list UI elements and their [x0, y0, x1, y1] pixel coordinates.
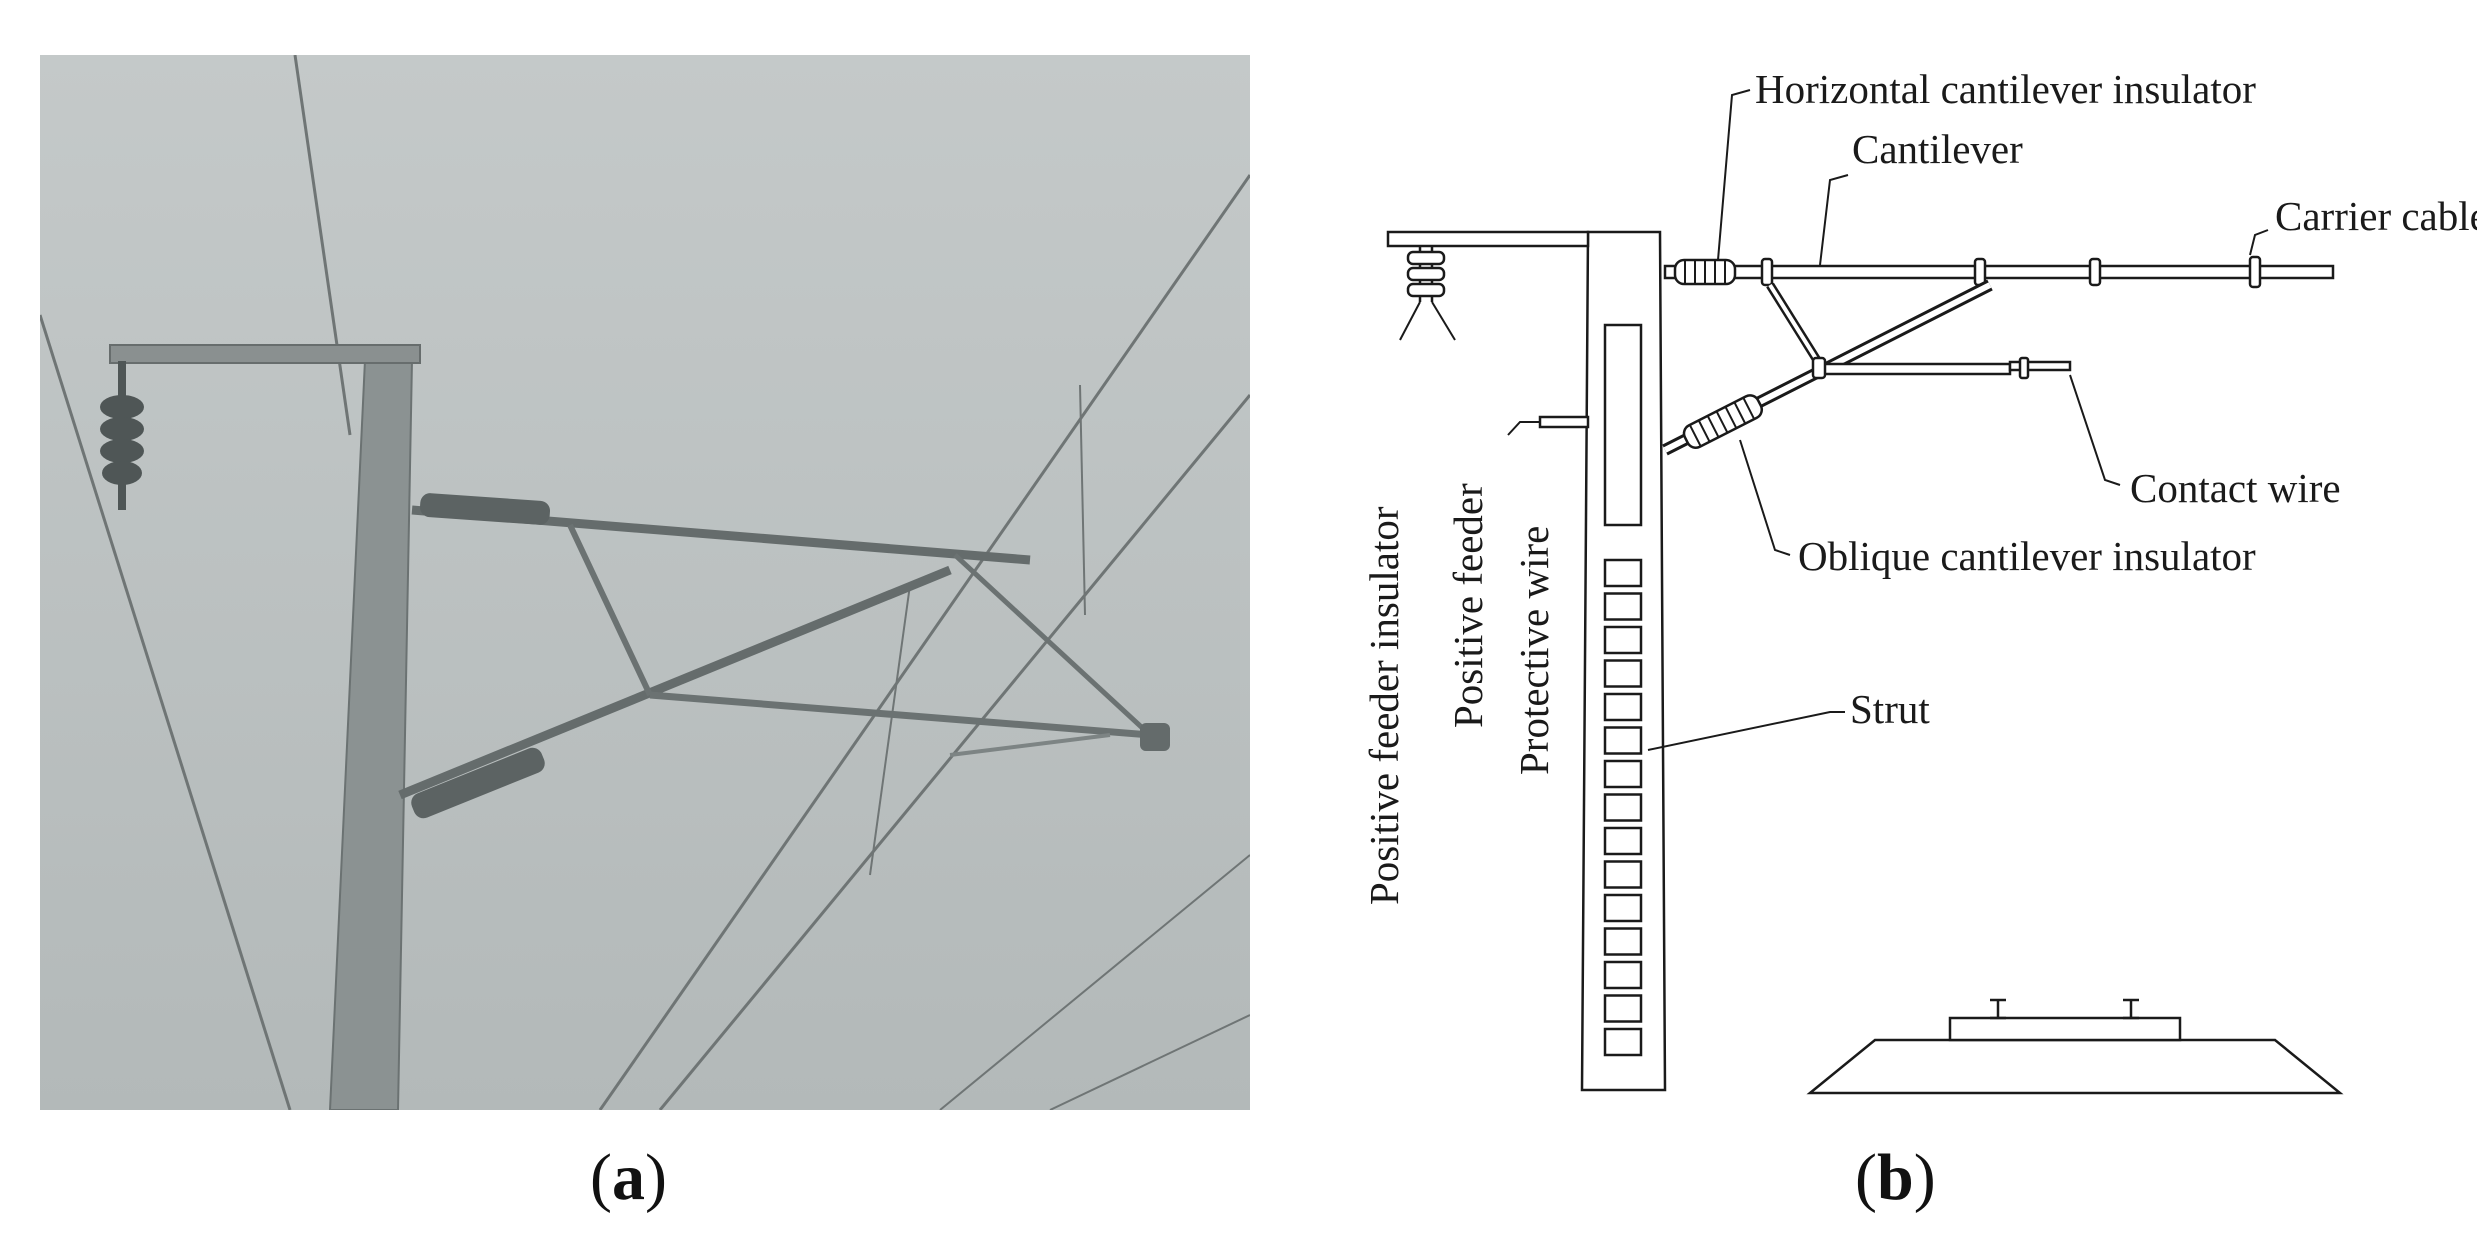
steady-arm-photo: [649, 553, 1170, 757]
strut-lattice-cell: [1603, 726, 1643, 755]
label-strut: Strut: [1850, 686, 1930, 732]
overhead-wires: [40, 55, 1250, 1110]
strut-lattice-cell: [1603, 793, 1643, 822]
strut-lattice-cell: [1603, 592, 1643, 621]
brace-photo: [567, 523, 653, 697]
strut-lattice-cell: [1603, 893, 1643, 923]
label-protective-wire: Protective wire: [1511, 526, 1557, 775]
feeder-crossarm: [109, 344, 421, 364]
leader-lines: [1399, 89, 2269, 751]
label-positive-feeder: Positive feeder: [1445, 483, 1491, 728]
strut-lattice-cell: [1603, 759, 1643, 789]
cantilever-brace-inner: [1768, 283, 1822, 367]
strut-lattice-cell: [1603, 994, 1643, 1023]
strut-lattice-cell: [1603, 860, 1643, 889]
track-bed: [1806, 998, 2344, 1095]
feeder-crossarm: [1386, 230, 1590, 248]
strut-lattice-cell: [1603, 826, 1643, 856]
label-oblique-cantilever-insulator: Oblique cantilever insulator: [1798, 533, 2256, 579]
oblique-cantilever-photo: [398, 565, 952, 819]
steady-arm: [1811, 356, 2072, 380]
catenary-diagram: Horizontal cantilever insulator Cantilev…: [1361, 66, 2477, 1095]
strut-lattice: [1603, 558, 1643, 1057]
horizontal-cantilever-photo: [411, 493, 1031, 565]
label-cantilever: Cantilever: [1852, 126, 2023, 172]
feeder-insulator-photo: [100, 361, 144, 510]
strut-lattice-cell: [1603, 625, 1643, 655]
label-positive-feeder-insulator: Positive feeder insulator: [1361, 506, 1407, 905]
horizontal-cantilever: [1663, 255, 2335, 289]
strut-lattice-cell: [1603, 558, 1643, 588]
strut-lattice-cell: [1603, 927, 1643, 956]
panel-a-caption: (a): [590, 1141, 667, 1214]
label-carrier-cable: Carrier cable: [2275, 193, 2477, 239]
catenary-photo: [40, 55, 1250, 1110]
protective-wire-bracket: [1538, 415, 1590, 429]
sky-background: [40, 55, 1250, 1110]
label-contact-wire: Contact wire: [2130, 465, 2341, 511]
strut-lattice-cell: [1603, 1027, 1643, 1057]
positive-feeder-insulator-icon: [1406, 246, 1446, 302]
label-horizontal-cantilever-insulator: Horizontal cantilever insulator: [1755, 66, 2256, 112]
strut-lattice-cell: [1603, 692, 1643, 722]
strut-lattice-cell: [1603, 659, 1643, 688]
panel-b-caption: (b): [1855, 1141, 1936, 1214]
strut-lattice-cell: [1603, 960, 1643, 990]
